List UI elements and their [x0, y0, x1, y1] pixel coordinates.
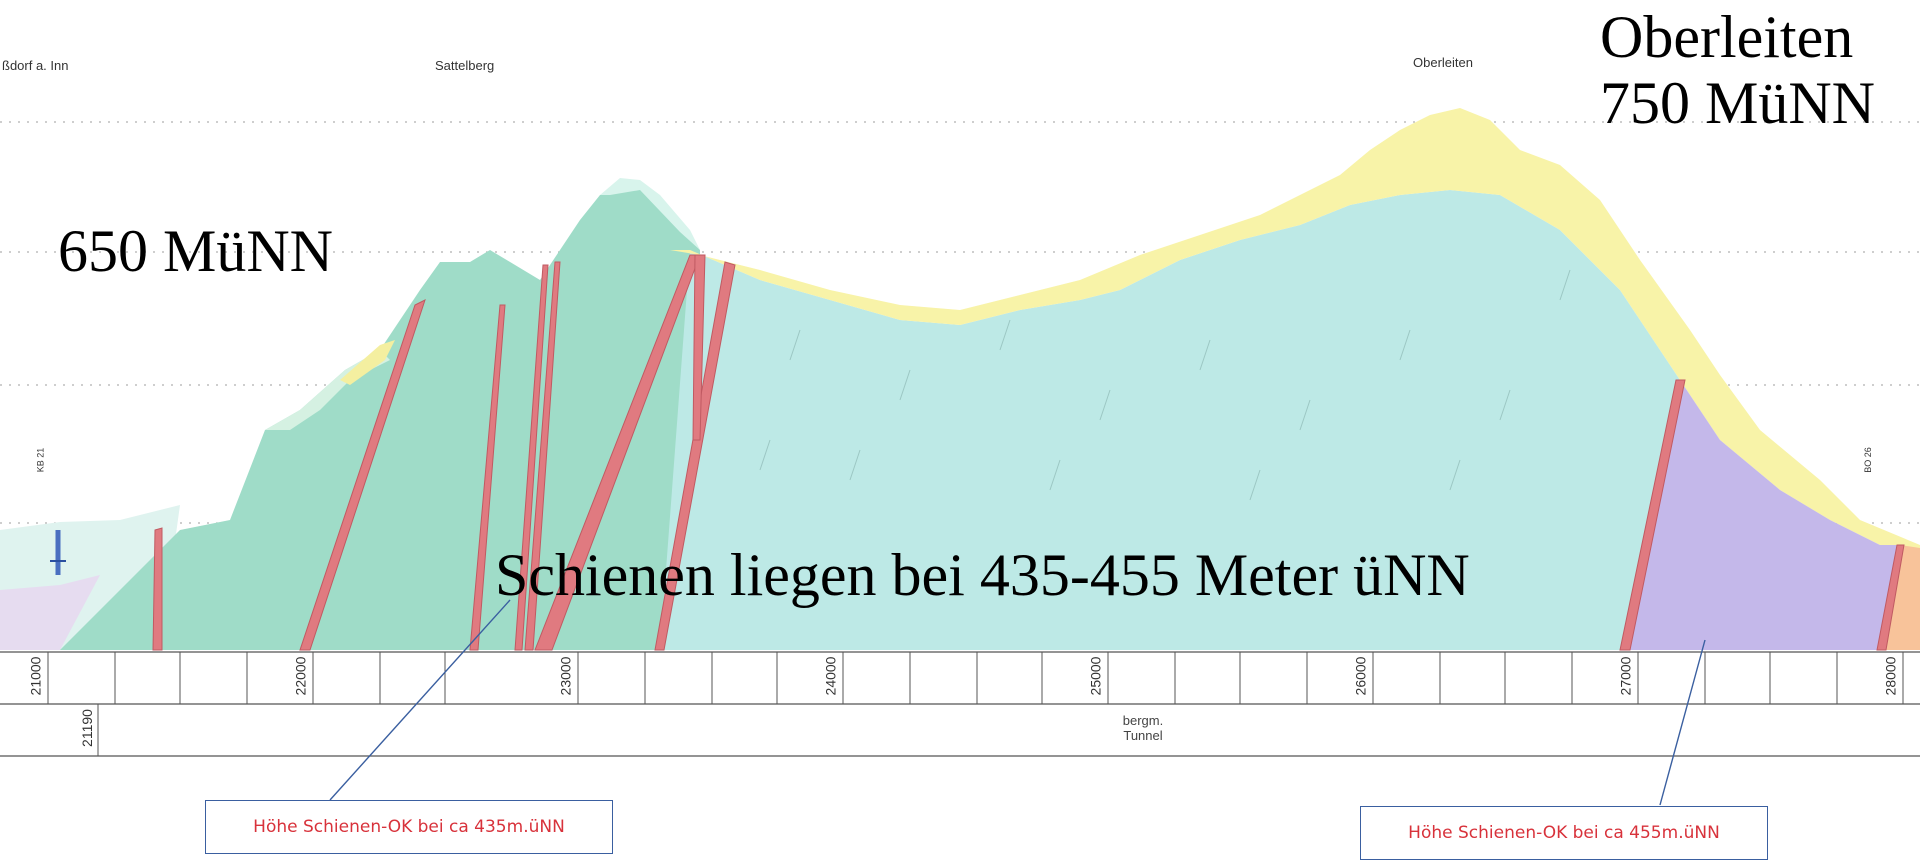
chainage-band: [0, 651, 1920, 757]
place-label-left: ßdorf a. Inn: [2, 58, 69, 73]
rail-height-callout-left: Höhe Schienen-OK bei ca 435m.üNN: [205, 800, 613, 854]
borehole-marker: [50, 530, 66, 575]
tunnel-label-line2: Tunnel: [1123, 728, 1163, 743]
chainage-label-26000: 26000: [1352, 656, 1369, 696]
cover-layer: [670, 108, 1920, 560]
cover-layer-left: [340, 340, 395, 385]
chainage-label-22000: 22000: [292, 656, 309, 696]
place-label-sattelberg: Sattelberg: [435, 58, 495, 73]
height-annotation-left: 650 MüNN: [58, 218, 334, 284]
chainage-start-label: 21190: [78, 709, 95, 747]
chainage-minor-ticks: [114, 652, 1838, 704]
light-green-top: [600, 178, 700, 250]
chainage-label-21000: 21000: [27, 656, 44, 696]
chainage-label-23000: 23000: [557, 656, 574, 696]
chainage-label-24000: 24000: [822, 656, 839, 696]
borehole-label: KB 21: [35, 447, 46, 473]
summit-height: 750 MüNN: [1600, 70, 1876, 136]
summit-name: Oberleiten: [1600, 4, 1854, 70]
chainage-label-27000: 27000: [1617, 656, 1634, 696]
chainage-label-28000: 28000: [1882, 656, 1899, 696]
purple-rock-body: [1620, 380, 1900, 650]
rock-hatching: [759, 269, 1571, 501]
callout-leaders: [329, 599, 1706, 806]
rail-level-annotation: Schienen liegen bei 435-455 Meter üNN: [495, 542, 1470, 608]
cyan-rock-body: [660, 190, 1680, 650]
right-marker-label: BO 26: [1862, 447, 1873, 473]
chainage-major-ticks: [47, 652, 1904, 756]
chainage-label-25000: 25000: [1087, 656, 1104, 696]
rail-height-callout-right: Höhe Schienen-OK bei ca 455m.üNN: [1360, 806, 1768, 860]
summit-annotation: Oberleiten 750 MüNN: [1600, 4, 1875, 136]
fault-zones: [152, 254, 1905, 651]
tunnel-label: bergm. Tunnel: [1103, 713, 1183, 743]
left-purple-layer: [0, 575, 100, 650]
place-label-oberleiten: Oberleiten: [1413, 55, 1473, 70]
tunnel-label-line1: bergm.: [1122, 713, 1164, 728]
